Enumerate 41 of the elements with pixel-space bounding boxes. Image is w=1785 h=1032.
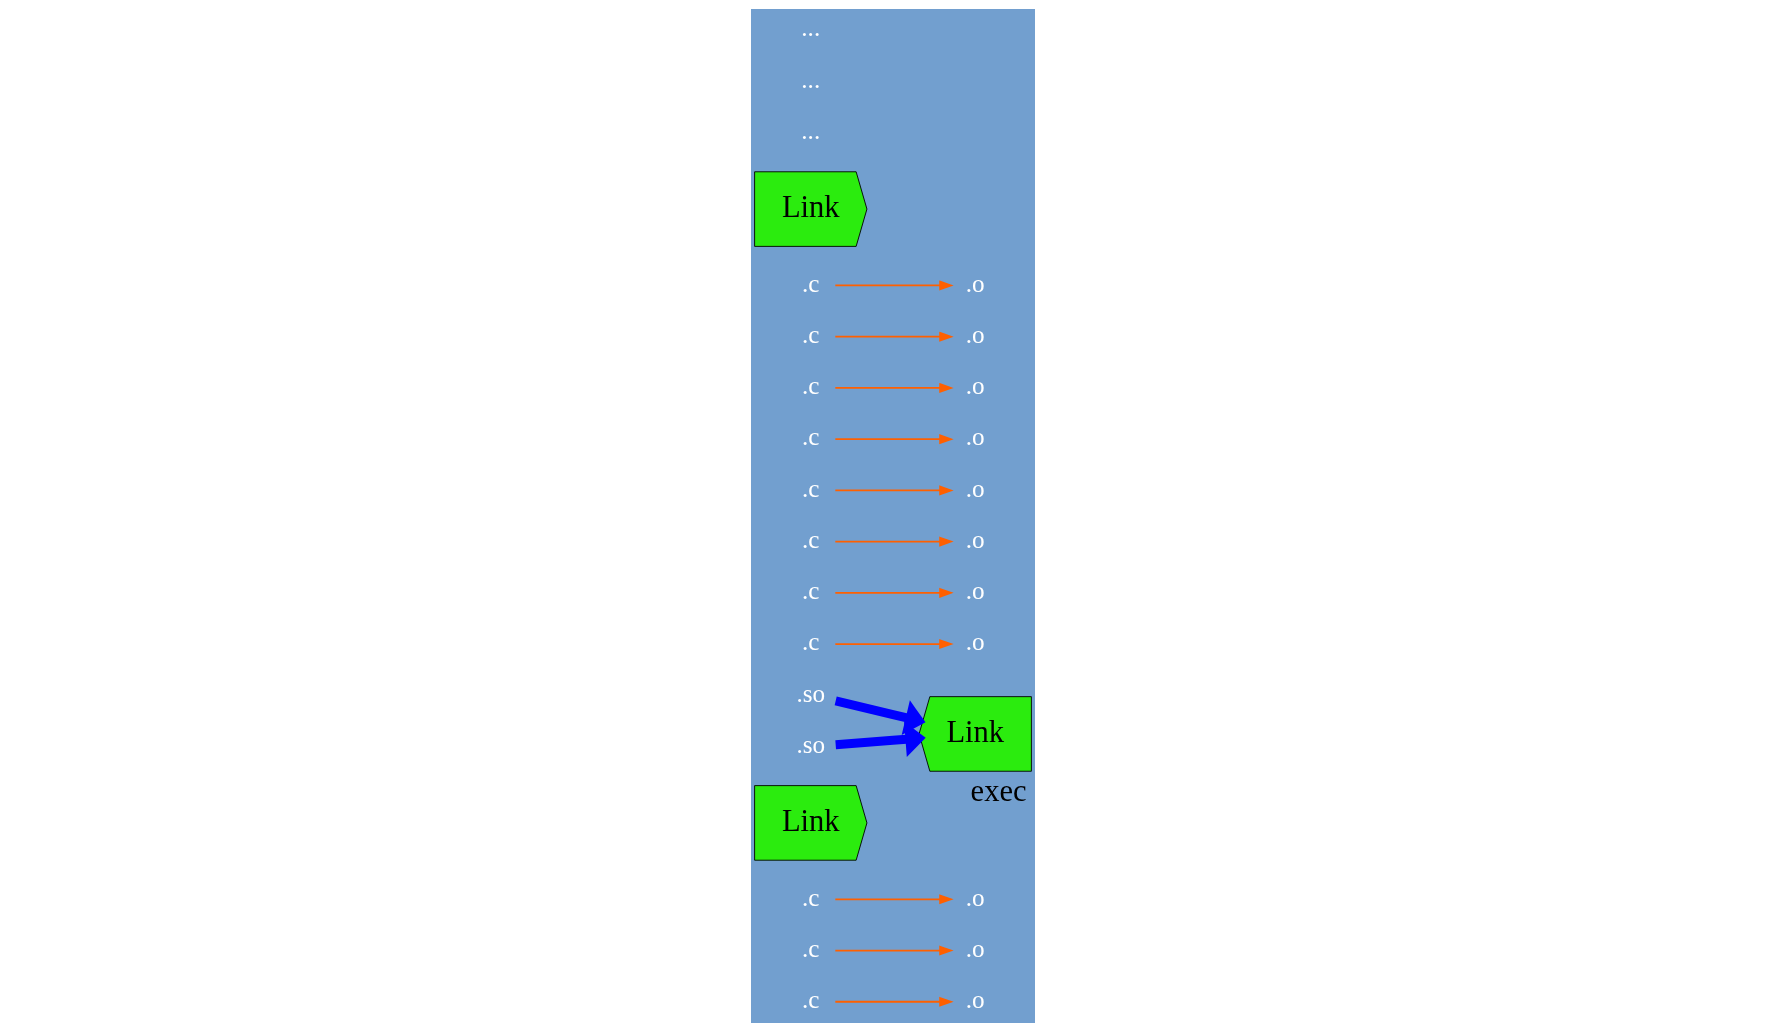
- node-text: .o: [965, 985, 985, 1013]
- node-text: .o: [965, 577, 985, 605]
- arrow: [833, 894, 954, 905]
- node-text: .c: [801, 474, 819, 502]
- node-text: .o: [965, 525, 985, 553]
- node-text: .c: [801, 525, 819, 553]
- node-text: .c: [801, 883, 819, 911]
- arrow: [834, 696, 926, 735]
- node-text: .c: [801, 423, 819, 451]
- arrow: [833, 996, 954, 1007]
- arrow: [833, 382, 954, 393]
- node-text: .o: [965, 628, 985, 656]
- arrow: [833, 434, 954, 445]
- node-text: .so: [795, 679, 825, 707]
- node-text: .o: [965, 372, 985, 400]
- node-text: .c: [801, 372, 819, 400]
- node-text: .c: [801, 320, 819, 348]
- arrow: [833, 485, 954, 496]
- arrow: [833, 639, 954, 650]
- arrow: [833, 536, 954, 547]
- node-text: .c: [801, 269, 819, 297]
- node-text: .o: [965, 474, 985, 502]
- node-text: .c: [801, 985, 819, 1013]
- node-text: .o: [965, 934, 985, 962]
- label: ...: [800, 65, 820, 93]
- arrow: [833, 587, 954, 598]
- node-text: .c: [801, 934, 819, 962]
- node-text: .so: [795, 730, 825, 758]
- node-text: .o: [965, 320, 985, 348]
- arrow: [833, 331, 954, 342]
- arrow: [834, 721, 926, 757]
- node-text: .o: [965, 423, 985, 451]
- arrow: [833, 280, 954, 291]
- node-text: .o: [965, 269, 985, 297]
- node-text: .o: [965, 883, 985, 911]
- node-text: .c: [801, 577, 819, 605]
- label: ...: [800, 14, 820, 42]
- label: ...: [800, 116, 820, 144]
- arrow: [833, 945, 954, 956]
- node-text: .c: [801, 628, 819, 656]
- node-label: exec: [970, 774, 1027, 809]
